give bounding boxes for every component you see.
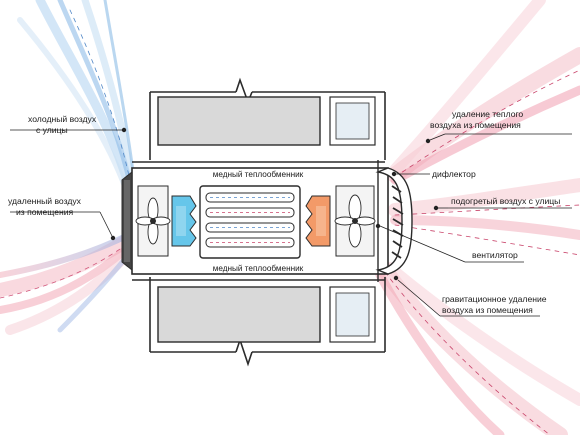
label-deflector: дифлектор bbox=[432, 169, 476, 179]
cold-collector bbox=[171, 195, 197, 247]
warm-air-removal-flow bbox=[387, 0, 580, 185]
label-fan: вентилятор bbox=[472, 250, 518, 260]
exchanger-label-bottom: медный теплообменник bbox=[213, 264, 304, 273]
exchanger-tube-2 bbox=[205, 207, 295, 218]
deflector bbox=[375, 160, 413, 282]
right-air-flows bbox=[375, 0, 580, 435]
leader-lines bbox=[10, 127, 572, 317]
cold-air-inflow bbox=[17, 0, 138, 203]
wall-bottom bbox=[149, 277, 386, 367]
label-gravity-removal-line1: гравитационное удаление bbox=[442, 294, 547, 304]
recuperator-unit: медный теплообменник медный теплообменни… bbox=[121, 160, 413, 282]
exchanger-tube-4 bbox=[205, 237, 295, 248]
label-warm-air-removal: удаление теплого воздуха из помещения bbox=[430, 109, 526, 130]
exchanger-tube-1 bbox=[205, 192, 295, 203]
label-removed-air: удаленный воздух из помещения bbox=[8, 196, 83, 217]
label-gravity-removal-line2: воздуха из помещения bbox=[442, 305, 533, 315]
copper-heat-exchanger bbox=[199, 185, 301, 259]
inlet-grille bbox=[121, 170, 133, 272]
left-fan bbox=[135, 185, 171, 257]
label-cold-air-line2: с улицы bbox=[36, 125, 68, 135]
label-cold-air-line1: холодный воздух bbox=[28, 114, 97, 124]
wall-top bbox=[149, 77, 386, 160]
label-warm-air-removal-line2: воздуха из помещения bbox=[430, 120, 521, 130]
exchanger-label-top: медный теплообменник bbox=[213, 170, 304, 179]
label-removed-air-line2: из помещения bbox=[16, 207, 74, 217]
callout-labels: холодный воздух с улицы удаленный воздух… bbox=[8, 109, 560, 315]
label-warm-air-removal-line1: удаление теплого bbox=[452, 109, 523, 119]
label-cold-air: холодный воздух с улицы bbox=[28, 114, 99, 135]
warm-collector bbox=[305, 195, 331, 247]
right-fan bbox=[334, 185, 376, 257]
gravity-removal-flow bbox=[375, 262, 580, 435]
removed-air-outflow bbox=[0, 228, 142, 335]
label-heated-air: подогретый воздух с улицы bbox=[451, 196, 560, 206]
label-removed-air-line1: удаленный воздух bbox=[8, 196, 82, 206]
label-gravity-removal: гравитационное удаление воздуха из помещ… bbox=[442, 294, 549, 315]
exchanger-tube-3 bbox=[205, 222, 295, 233]
heated-air-flow bbox=[388, 178, 580, 256]
left-air-flows bbox=[0, 0, 142, 335]
